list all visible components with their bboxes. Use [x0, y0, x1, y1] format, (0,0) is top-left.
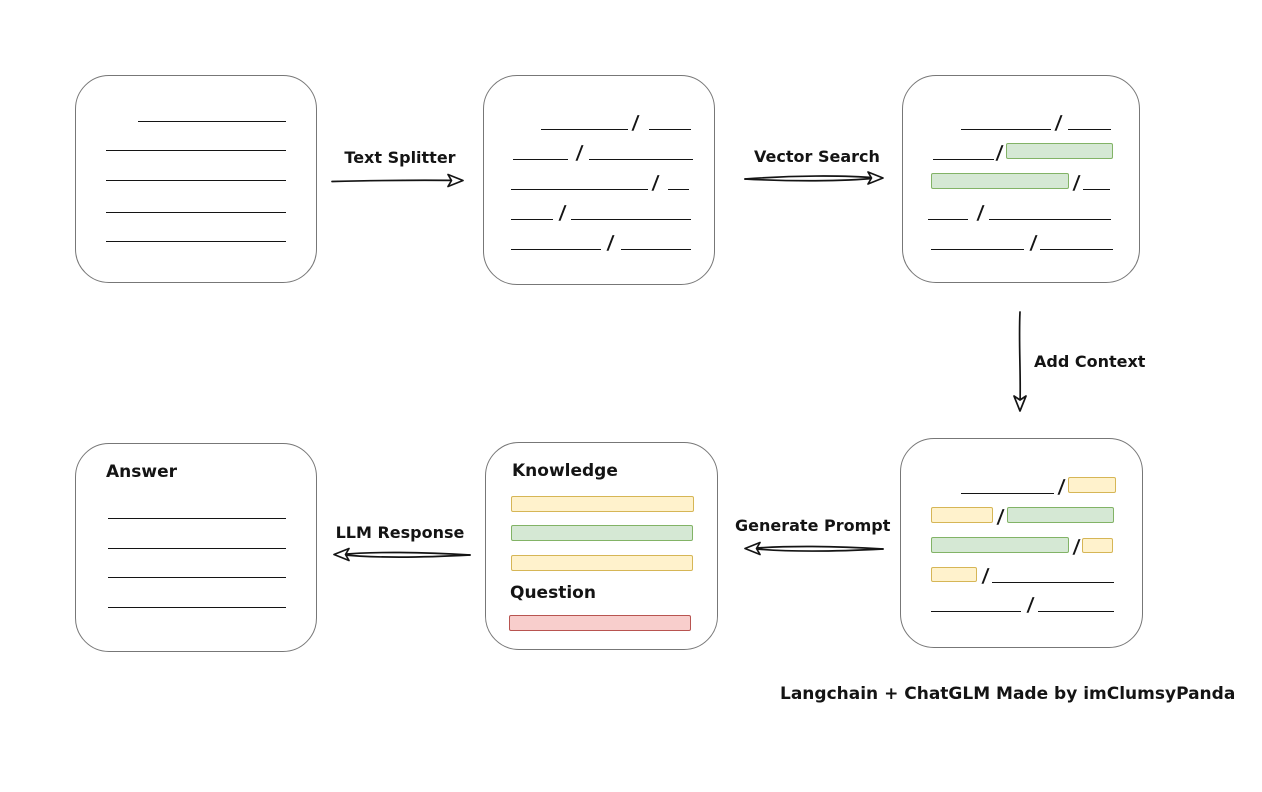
text-line [106, 212, 286, 213]
text-line [649, 129, 691, 130]
text-line [933, 159, 994, 160]
slash-separator: / [976, 202, 985, 224]
vector-search-label: Vector Search [754, 147, 880, 166]
text-line [513, 159, 568, 160]
text-line [106, 150, 286, 151]
knowledge-heading: Knowledge [512, 461, 618, 481]
text-line [108, 577, 286, 578]
text-line [571, 219, 691, 220]
text-line [541, 129, 628, 130]
split-text-box: / / / / / [483, 75, 715, 285]
text-line [931, 611, 1021, 612]
slash-separator: / [606, 232, 615, 254]
text-line [511, 189, 648, 190]
knowledge-chunk-yellow [511, 496, 694, 512]
text-line [621, 249, 691, 250]
text-line [992, 582, 1114, 583]
answer-box: Answer [75, 443, 317, 652]
text-line [589, 159, 693, 160]
text-line [961, 129, 1051, 130]
context-chunk-yellow [931, 567, 977, 582]
question-chunk-red [509, 615, 691, 631]
diagram-caption: Langchain + ChatGLM Made by imClumsyPand… [780, 684, 1236, 704]
text-line [106, 241, 286, 242]
context-chunks-box: / / / / / [900, 438, 1143, 648]
slash-separator: / [1054, 112, 1063, 134]
slash-separator: / [575, 142, 584, 164]
prompt-box: Knowledge Question [485, 442, 718, 650]
text-line [106, 180, 286, 181]
text-line [931, 249, 1024, 250]
matched-chunk-green [1006, 143, 1113, 159]
text-line [108, 518, 286, 519]
context-chunk-yellow [931, 507, 993, 523]
slash-separator: / [981, 565, 990, 587]
matched-chunks-box: / / / / / [902, 75, 1140, 283]
text-splitter-label: Text Splitter [344, 148, 456, 167]
document-box [75, 75, 317, 283]
context-chunk-yellow [1082, 538, 1113, 553]
text-line [961, 493, 1054, 494]
text-line [1083, 189, 1110, 190]
matched-chunk-green [931, 173, 1069, 189]
text-line [1040, 249, 1113, 250]
add-context-arrow [1013, 311, 1027, 412]
knowledge-chunk-green [511, 525, 693, 541]
slash-separator: / [631, 112, 640, 134]
slash-separator: / [995, 142, 1004, 164]
llm-response-arrow [333, 547, 471, 562]
slash-separator: / [1026, 594, 1035, 616]
slash-separator: / [558, 202, 567, 224]
text-line [989, 219, 1111, 220]
slash-separator: / [1072, 172, 1081, 194]
answer-heading: Answer [106, 462, 177, 482]
slash-separator: / [1072, 536, 1081, 558]
knowledge-chunk-yellow [511, 555, 693, 571]
context-chunk-yellow [1068, 477, 1116, 493]
question-heading: Question [510, 583, 596, 603]
text-line [138, 121, 286, 122]
text-line [511, 219, 553, 220]
text-splitter-arrow [331, 173, 464, 188]
generate-prompt-arrow [744, 541, 884, 556]
text-line [668, 189, 689, 190]
add-context-label: Add Context [1034, 352, 1146, 371]
context-chunk-green [1007, 507, 1114, 523]
text-line [108, 607, 286, 608]
text-line [928, 219, 968, 220]
slash-separator: / [1029, 232, 1038, 254]
context-chunk-green [931, 537, 1069, 553]
text-line [511, 249, 601, 250]
slash-separator: / [996, 506, 1005, 528]
llm-response-label: LLM Response [335, 523, 465, 542]
text-line [1068, 129, 1111, 130]
text-line [1038, 611, 1114, 612]
slash-separator: / [1057, 476, 1066, 498]
vector-search-arrow [744, 171, 884, 185]
slash-separator: / [651, 172, 660, 194]
text-line [108, 548, 286, 549]
generate-prompt-label: Generate Prompt [735, 516, 891, 535]
